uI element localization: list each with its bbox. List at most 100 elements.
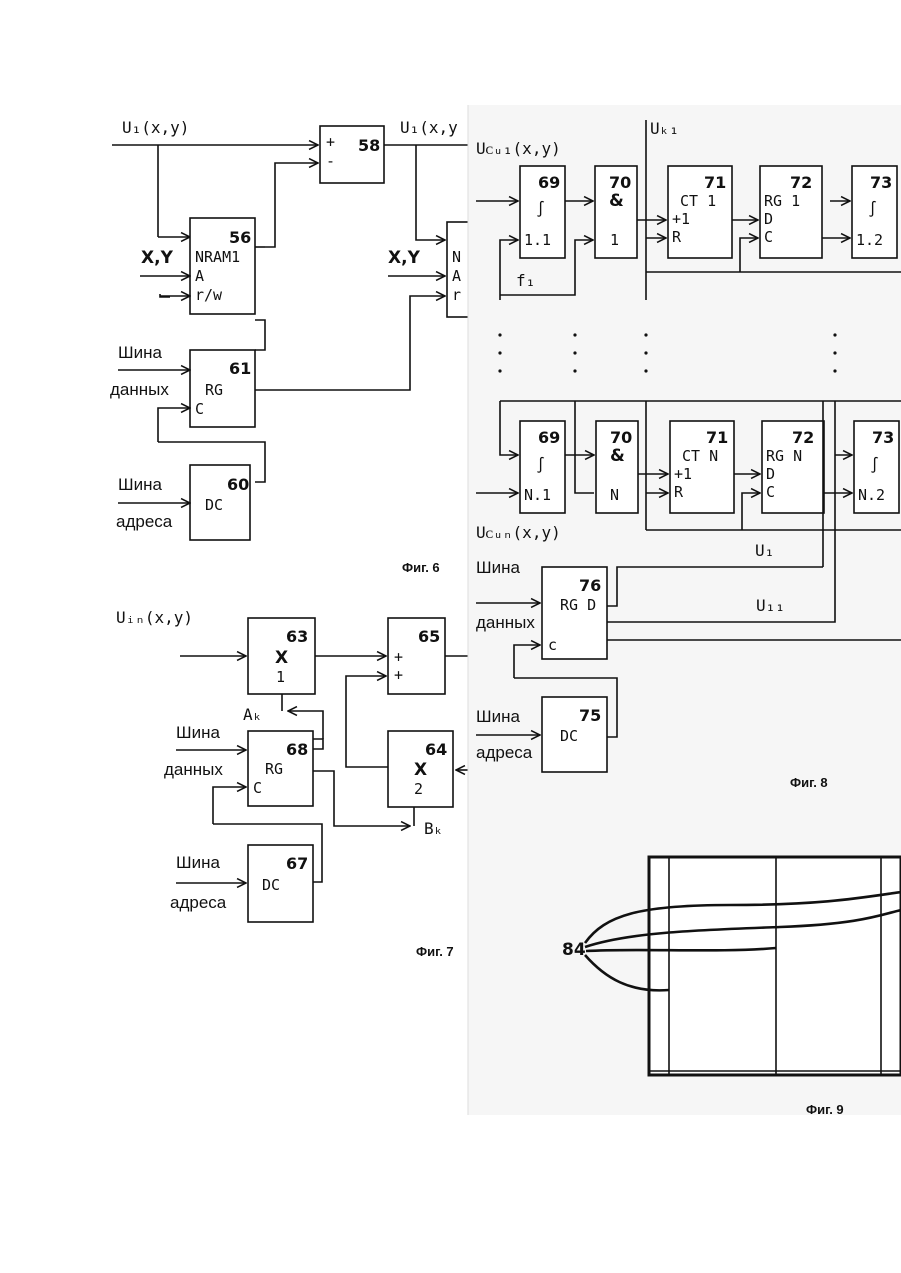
fig7-block-65: 65 + + — [388, 618, 445, 694]
fig8-data-bus-label-2: данных — [476, 613, 535, 632]
fig8-r1-b72-line1: RG 1 — [764, 192, 800, 210]
fig7-b65-line1: + — [394, 648, 403, 666]
fig7-b63-line2: 1 — [276, 668, 285, 686]
fig8-ucuN-label: Uᴄᵤₙ(x,y) — [476, 523, 561, 542]
fig6-b61-line2: C — [195, 400, 204, 418]
fig7-data-bus-label-2: данных — [164, 760, 223, 779]
fig6-b56b-line1: N — [452, 248, 461, 266]
fig8-rN-b70-line2: N — [610, 486, 619, 504]
fig6-block-56: 56 NRAM1 A r/w — [190, 218, 255, 314]
fig7-address-bus-label-2: адреса — [170, 893, 227, 912]
fig7-b63-number: 63 — [286, 627, 308, 646]
fig8-block-75: 75 DC — [542, 697, 607, 772]
fig6-output-signal-label: U₁(x,y — [400, 118, 458, 137]
fig6-b58-plus: + — [326, 133, 335, 151]
fig8-rN-b72-line3: C — [766, 483, 775, 501]
fig8-rN-b69-line1: ∫ — [536, 456, 545, 474]
fig8-r1-b71-line2: +1 — [672, 210, 690, 228]
fig6-b56-line3: r/w — [195, 286, 223, 304]
fig7-address-bus-label-1: Шина — [176, 853, 220, 872]
fig8-b76-number: 76 — [579, 576, 601, 595]
fig8-r1-b71-number: 71 — [704, 173, 726, 192]
fig8-r1-b73-number: 73 — [870, 173, 892, 192]
figure-6: U₁(x,y) + - 58 U₁(x,y 56 NRAM1 A r/w X,Y — [110, 118, 477, 575]
fig8-b76-line2: c — [548, 636, 557, 654]
fig8-block-76: 76 RG D c — [542, 567, 607, 659]
fig6-b61-line1: RG — [205, 381, 223, 399]
fig7-block-68: 68 RG C — [248, 731, 313, 806]
fig8-uk-label: Uₖ₁ — [650, 119, 679, 138]
fig8-r1-b71-line1: CT 1 — [680, 192, 716, 210]
fig6-xy-label-second: X,Y — [388, 248, 421, 268]
fig8-r1-b72-line2: D — [764, 210, 773, 228]
fig8-rN-b71-line2: +1 — [674, 465, 692, 483]
fig6-block-60: 60 DC — [190, 465, 250, 540]
fig8-rN-b72-line1: RG N — [766, 447, 802, 465]
fig6-block-58: + - 58 — [320, 126, 384, 183]
figure-7: Uᵢₙ(x,y) 63 X 1 65 + + Aₖ 68 RG C Шина — [116, 608, 468, 959]
fig8-address-bus-label-1: Шина — [476, 707, 520, 726]
fig7-input-signal-label: Uᵢₙ(x,y) — [116, 608, 193, 627]
fig7-data-bus-label-1: Шина — [176, 723, 220, 742]
fig7-b67-line1: DC — [262, 876, 280, 894]
fig6-b56-line2: A — [195, 267, 204, 285]
fig7-caption: Фиг. 7 — [416, 944, 454, 959]
fig8-b75-number: 75 — [579, 706, 601, 725]
fig6-b60-number: 60 — [227, 475, 249, 494]
fig6-b56b-line3: r — [452, 286, 461, 304]
fig7-b65-line2: + — [394, 666, 403, 684]
fig8-r1-b70-line2: 1 — [610, 231, 619, 249]
fig8-f1-label: f₁ — [516, 271, 535, 290]
fig7-b64-line2: 2 — [414, 780, 423, 798]
fig8-r1-b72-number: 72 — [790, 173, 812, 192]
fig8-r1-b71-line3: R — [672, 228, 682, 246]
fig8-rN-b71-line3: R — [674, 483, 684, 501]
fig6-caption: Фиг. 6 — [402, 560, 440, 575]
fig6-data-bus-label-1: Шина — [118, 343, 162, 362]
fig8-r1-b70-line1: & — [609, 191, 624, 211]
fig8-rN-b70-number: 70 — [610, 428, 632, 447]
fig8-caption: Фиг. 8 — [790, 775, 828, 790]
fig8-u1-label: U₁ — [755, 541, 774, 560]
fig8-ucu1-label: Uᴄᵤ₁(x,y) — [476, 139, 561, 158]
fig6-data-bus-label-2: данных — [110, 380, 169, 399]
fig8-rN-b72-number: 72 — [792, 428, 814, 447]
fig8-r1-b73-line1: ∫ — [868, 200, 877, 218]
fig8-address-bus-label-2: адреса — [476, 743, 533, 762]
fig8-r1-b70-number: 70 — [609, 173, 631, 192]
fig6-b56-number: 56 — [229, 228, 251, 247]
fig7-b64-number: 64 — [425, 740, 447, 759]
fig8-u11-label: U₁₁ — [756, 596, 785, 615]
fig6-b56-line1: NRAM1 — [195, 248, 240, 266]
fig7-bk-label: Bₖ — [424, 819, 443, 838]
fig6-b61-number: 61 — [229, 359, 251, 378]
fig6-block-61: 61 RG C — [190, 350, 255, 427]
fig6-b60-line1: DC — [205, 496, 223, 514]
fig8-rN-b73-line2: N.2 — [858, 486, 885, 504]
fig7-b68-line1: RG — [265, 760, 283, 778]
fig6-b56b-line2: A — [452, 267, 461, 285]
fig8-rN-b70-line1: & — [610, 446, 625, 466]
fig7-ak-label: Aₖ — [243, 705, 262, 724]
fig7-block-67: 67 DC — [248, 845, 313, 922]
fig8-r1-b73-line2: 1.2 — [856, 231, 883, 249]
fig8-rN-b71-number: 71 — [706, 428, 728, 447]
fig8-r1-b72-line3: C — [764, 228, 773, 246]
fig6-address-bus-label-1: Шина — [118, 475, 162, 494]
fig8-rN-b73-number: 73 — [872, 428, 894, 447]
fig8-rN-b71-line1: CT N — [682, 447, 718, 465]
fig8-r1-b69-line2: 1.1 — [524, 231, 551, 249]
fig7-b65-number: 65 — [418, 627, 440, 646]
fig8-data-bus-label-1: Шина — [476, 558, 520, 577]
fig8-rN-b69-number: 69 — [538, 428, 560, 447]
fig8-b75-line1: DC — [560, 727, 578, 745]
fig8-r1-b69-line1: ∫ — [536, 200, 545, 218]
fig6-address-bus-label-2: адреса — [116, 512, 173, 531]
fig8-b76-line1: RG D — [560, 596, 596, 614]
fig9-reference-84: 84 — [562, 940, 586, 960]
fig7-b68-number: 68 — [286, 740, 308, 759]
fig6-input-signal-label: U₁(x,y) — [122, 118, 189, 137]
fig8-rN-b69-line2: N.1 — [524, 486, 551, 504]
fig7-block-64: 64 X 2 — [388, 731, 453, 807]
